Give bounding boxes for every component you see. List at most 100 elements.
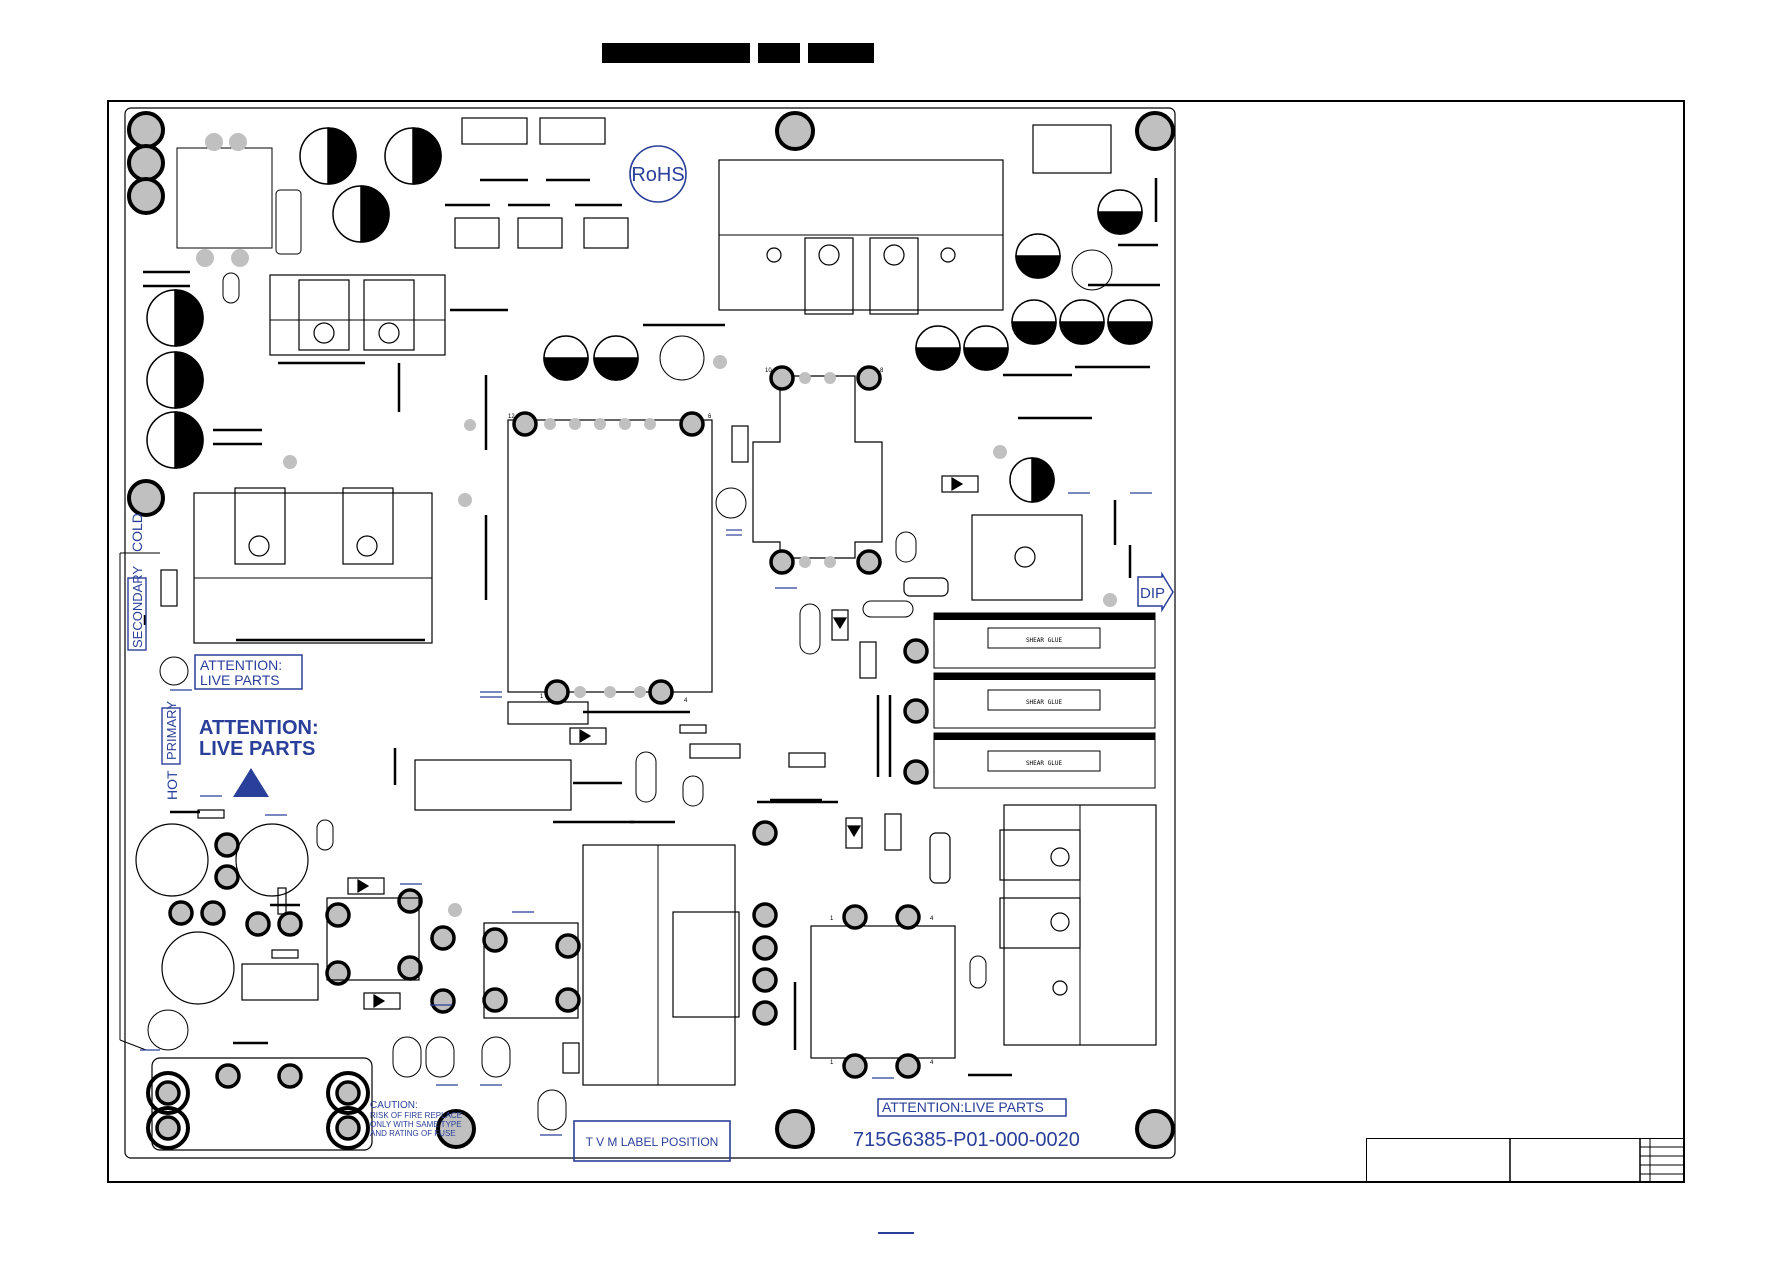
bridge-heatsink xyxy=(582,844,736,1086)
fuse-body xyxy=(275,189,302,255)
svg-text:CAUTION:: CAUTION: xyxy=(370,1100,418,1111)
svg-text:ATTENTION:: ATTENTION: xyxy=(199,717,319,739)
svg-text:4: 4 xyxy=(930,1060,934,1066)
board-outline xyxy=(124,107,1176,1159)
header-black-bar-3 xyxy=(808,43,874,63)
misc-lines xyxy=(119,234,1081,1085)
capacitor xyxy=(1015,233,1061,279)
mounting-hole xyxy=(1135,111,1175,151)
svg-text:8: 8 xyxy=(880,368,884,374)
capacitor xyxy=(384,127,442,185)
svg-text:4: 4 xyxy=(930,916,934,922)
capacitor xyxy=(146,411,204,469)
mounting-hole xyxy=(127,144,165,182)
resistor-network xyxy=(507,701,589,725)
svg-text:1: 1 xyxy=(830,916,834,922)
bridge-rectifier xyxy=(672,911,740,1018)
diodes xyxy=(347,475,979,1010)
thermistor xyxy=(135,823,209,897)
x-capacitor xyxy=(241,963,319,1001)
svg-text:T V M LABEL POSITION: T V M LABEL POSITION xyxy=(586,1135,719,1149)
page-reference-link[interactable] xyxy=(878,1232,914,1234)
attention-live-parts-3: ATTENTION:LIVE PARTS xyxy=(877,1098,1067,1117)
capacitor xyxy=(915,325,961,371)
svg-text:PRIMARY: PRIMARY xyxy=(164,701,179,760)
shear-glue-label: SHEAR GLUE xyxy=(1026,637,1063,644)
capacitor xyxy=(1107,299,1153,345)
board-part-number: 715G6385-P01-000-0020 xyxy=(853,1129,1080,1151)
capacitor xyxy=(1059,299,1105,345)
svg-text:ATTENTION:: ATTENTION: xyxy=(200,657,282,673)
transformer-pins xyxy=(155,365,929,1141)
main-transformer xyxy=(507,419,713,693)
mounting-hole xyxy=(436,1109,476,1149)
shear-glue-blocks xyxy=(933,612,1156,789)
connectors xyxy=(454,117,1112,249)
transformers xyxy=(507,375,956,1086)
svg-text:4: 4 xyxy=(684,698,688,704)
optocoupler xyxy=(517,217,563,249)
pfc-choke xyxy=(810,925,956,1059)
traces xyxy=(143,178,1160,1077)
capacitor xyxy=(593,335,639,381)
shear-glue-label: SHEAR GLUE xyxy=(1026,699,1063,706)
connector-cn xyxy=(414,759,572,811)
header-black-bar-1 xyxy=(602,43,750,63)
mosfet xyxy=(342,487,394,565)
svg-text:RISK OF FIRE REPLACE: RISK OF FIRE REPLACE xyxy=(370,1111,462,1120)
capacitor xyxy=(146,351,204,409)
common-mode-choke xyxy=(483,922,579,1019)
transformer-body xyxy=(176,147,273,249)
capacitor xyxy=(332,185,390,243)
mounting-hole xyxy=(127,177,165,215)
capacitor xyxy=(146,289,204,347)
fuse-caution-text: CAUTION: RISK OF FIRE REPLACE ONLY WITH … xyxy=(370,1100,462,1138)
rohs-text: RoHS xyxy=(631,164,684,186)
resistors xyxy=(160,425,951,1074)
designator-marks xyxy=(140,492,1152,1136)
primary-hot-label: PRIMARY HOT xyxy=(161,701,181,800)
attention-live-parts-1: ATTENTION: LIVE PARTS xyxy=(194,654,303,690)
capacitor xyxy=(543,335,589,381)
svg-text:1: 1 xyxy=(540,694,544,700)
svg-text:LIVE PARTS: LIVE PARTS xyxy=(200,672,280,688)
capacitor xyxy=(299,127,357,185)
input-filter xyxy=(135,701,589,1151)
mosfet xyxy=(363,279,415,351)
attention-live-parts-2: ATTENTION: LIVE PARTS xyxy=(199,717,319,760)
svg-text:DIP: DIP xyxy=(1140,585,1165,602)
mounting-hole xyxy=(127,111,165,149)
label-position-box: T V M LABEL POSITION xyxy=(573,1120,731,1162)
mounting-hole xyxy=(775,111,815,151)
ac-inlet xyxy=(151,1057,373,1151)
shear-glue-label: SHEAR GLUE xyxy=(1026,760,1063,767)
regulator xyxy=(804,237,854,315)
standby-transformer xyxy=(752,375,883,559)
svg-text:LIVE PARTS: LIVE PARTS xyxy=(199,738,315,760)
ceramic-capacitors xyxy=(147,249,1113,1131)
svg-text:HOT: HOT xyxy=(164,770,180,800)
capacitor xyxy=(1011,299,1057,345)
optocoupler xyxy=(454,217,500,249)
heatsink-mid-left xyxy=(193,492,433,644)
capacitor xyxy=(1097,189,1143,235)
svg-text:12: 12 xyxy=(508,414,515,420)
electrolytic-capacitors xyxy=(146,127,1153,503)
inductor xyxy=(161,931,235,1005)
title-block xyxy=(1366,1138,1685,1183)
svg-text:10: 10 xyxy=(765,368,772,374)
svg-text:SECONDARY: SECONDARY xyxy=(130,566,145,648)
pin-labels: 12 6 10 8 1 4 1 4 1 4 xyxy=(508,368,934,1066)
svg-text:ATTENTION:LIVE PARTS: ATTENTION:LIVE PARTS xyxy=(882,1099,1044,1115)
header-black-bar-2 xyxy=(758,43,800,63)
esd-warning-icon xyxy=(233,768,269,797)
drawing-frame xyxy=(107,100,1685,1183)
connector xyxy=(539,117,606,145)
dip-arrow-label: DIP xyxy=(1137,571,1174,613)
svg-text:1: 1 xyxy=(830,1060,834,1066)
svg-text:ONLY WITH SAME TYPE: ONLY WITH SAME TYPE xyxy=(370,1120,462,1129)
mosfet xyxy=(234,487,286,565)
mounting-hole xyxy=(1135,1109,1175,1149)
svg-text:COLD: COLD xyxy=(129,513,145,552)
